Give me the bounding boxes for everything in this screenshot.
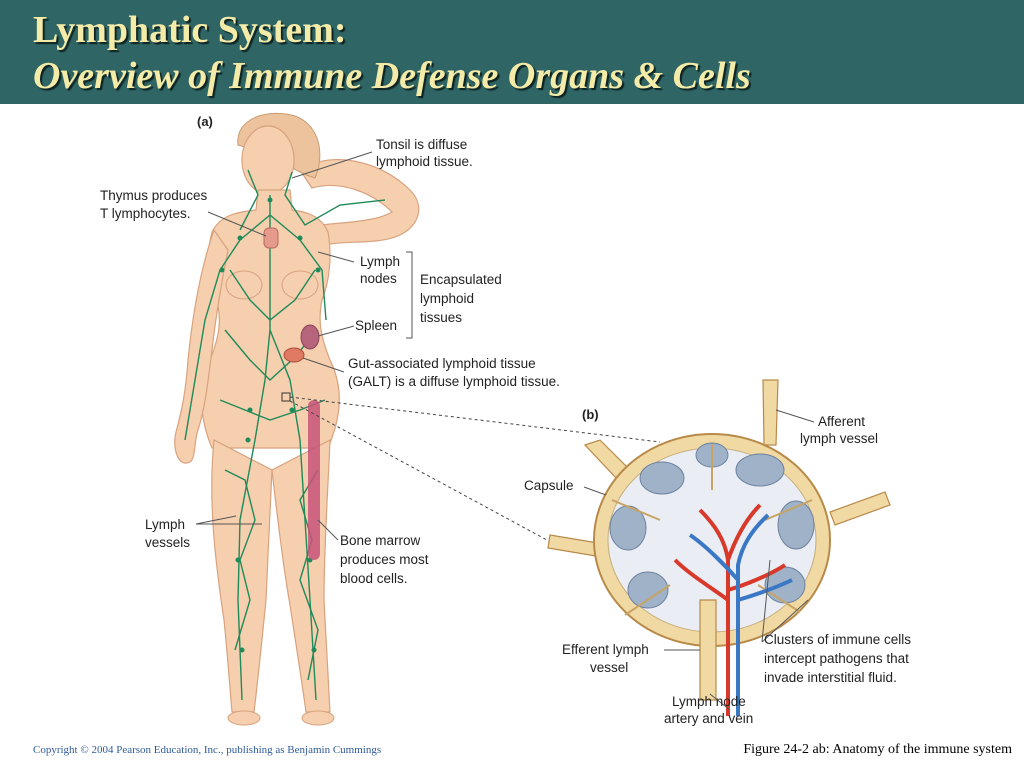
- lymph-vessels-label-1: Lymph: [145, 517, 185, 532]
- femur-bone-marrow: [308, 400, 320, 560]
- panel-a-letter: (a): [197, 114, 213, 129]
- lymph-node-illustration: [547, 379, 891, 716]
- afferent-label-2: lymph vessel: [800, 431, 878, 446]
- clusters-label-2: intercept pathogens that: [764, 651, 909, 666]
- clusters-label-3: invade interstitial fluid.: [764, 670, 897, 685]
- encapsulated-label-3: tissues: [420, 310, 462, 325]
- artery: [673, 503, 787, 716]
- thymus-label-2: T lymphocytes.: [100, 206, 191, 221]
- lymph-nodes-dots: [219, 197, 321, 653]
- spleen-organ: [300, 324, 320, 350]
- figure-caption: Figure 24-2 ab: Anatomy of the immune sy…: [743, 742, 1012, 757]
- zoom-lines: [289, 396, 661, 547]
- slide-title-line-1: Lymphatic System:: [33, 9, 347, 51]
- capsule-label: Capsule: [524, 478, 574, 493]
- tonsil-label-2: lymphoid tissue.: [376, 154, 473, 169]
- lymph-nodes-label-2: nodes: [360, 271, 397, 286]
- encapsulated-label-1: Encapsulated: [420, 272, 502, 287]
- lymph-nodes-label-1: Lymph: [360, 254, 400, 269]
- body-illustration: [174, 112, 420, 726]
- bone-marrow-label-3: blood cells.: [340, 571, 408, 586]
- follicles: [609, 442, 815, 609]
- bone-marrow-label-2: produces most: [340, 552, 429, 567]
- afferent-label-1: Afferent: [818, 414, 865, 429]
- thymus-organ: [263, 227, 279, 249]
- spleen-label: Spleen: [355, 318, 397, 333]
- artery-vein-label-2: artery and vein: [664, 711, 753, 726]
- tonsil-label-1: Tonsil is diffuse: [376, 137, 467, 152]
- artery-vein-label-1: Lymph node: [672, 694, 746, 709]
- lymph-vessels-label-2: vessels: [145, 535, 190, 550]
- thymus-label-1: Thymus produces: [100, 188, 208, 203]
- copyright-notice: Copyright © 2004 Pearson Education, Inc.…: [33, 744, 382, 756]
- panel-b-leader-lines: [583, 409, 815, 711]
- title-bar: [0, 0, 1024, 104]
- clusters-label-1: Clusters of immune cells: [764, 632, 911, 647]
- panel-b-letter: (b): [582, 407, 599, 422]
- galt-label-1: Gut-associated lymphoid tissue: [348, 356, 536, 371]
- immune-system-figure: (a) Tonsil is diffuse lymphoid tissue. T…: [100, 112, 911, 726]
- galt-label-2: (GALT) is a diffuse lymphoid tissue.: [348, 374, 560, 389]
- efferent-label-1: Efferent lymph: [562, 642, 649, 657]
- panel-a-leader-lines: [195, 151, 413, 541]
- bone-marrow-label-1: Bone marrow: [340, 533, 421, 548]
- galt-organ: [283, 347, 305, 363]
- efferent-label-2: vessel: [590, 660, 628, 675]
- vein: [688, 513, 793, 716]
- slide-title-line-2: Overview of Immune Defense Organs & Cell…: [33, 55, 751, 97]
- encapsulated-label-2: lymphoid: [420, 291, 474, 306]
